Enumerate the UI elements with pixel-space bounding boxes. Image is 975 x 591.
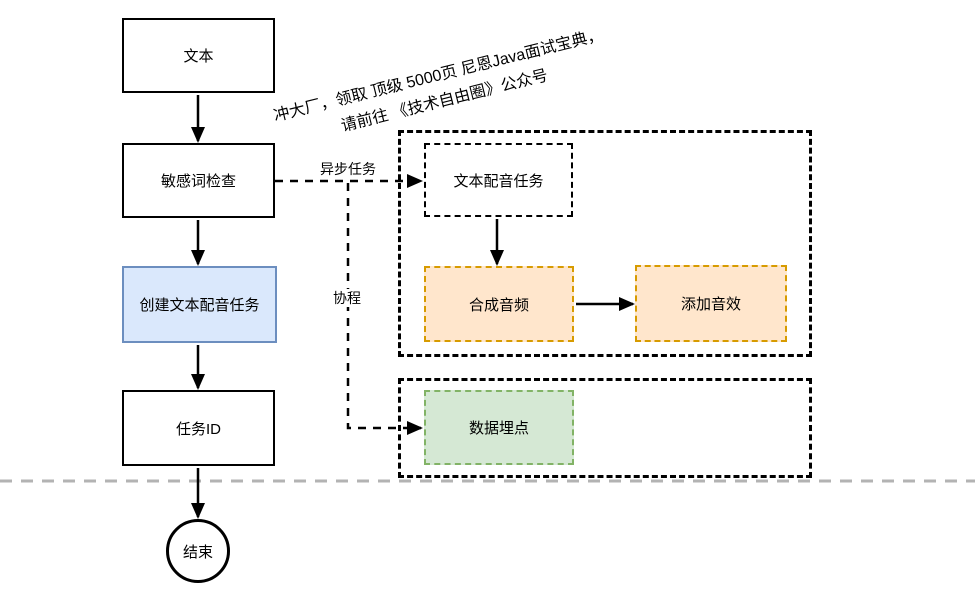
node-add-sound-effect-label: 添加音效: [680, 296, 741, 313]
node-sensitive-check: 敏感词检查: [122, 143, 275, 218]
node-end: 结束: [166, 519, 230, 583]
node-sensitive-check-label: 敏感词检查: [160, 173, 236, 190]
node-create-dub-task-label: 创建文本配音任务: [139, 297, 260, 314]
edge-label-async-task: 异步任务: [320, 161, 376, 177]
node-task-id-label: 任务ID: [175, 420, 221, 438]
node-end-label: 结束: [182, 543, 213, 561]
node-create-dub-task: 创建文本配音任务: [122, 266, 277, 343]
node-synthesize-audio: 合成音频: [424, 266, 574, 342]
node-data-tracking: 数据埋点: [424, 390, 574, 465]
node-add-sound-effect: 添加音效: [635, 265, 787, 342]
node-text-input: 文本: [122, 18, 275, 93]
node-task-id: 任务ID: [122, 390, 275, 466]
arrow-branch-to-data-tracking: [346, 183, 423, 435]
node-dub-task-label: 文本配音任务: [453, 172, 544, 190]
node-data-tracking-label: 数据埋点: [468, 420, 529, 437]
edge-label-coroutine: 协程: [331, 289, 363, 307]
node-dub-task: 文本配音任务: [424, 143, 573, 217]
async-task-container: [398, 130, 812, 357]
node-text-input-label: 文本: [183, 48, 214, 65]
node-synthesize-audio-label: 合成音频: [468, 296, 529, 314]
coroutine-container: [398, 378, 812, 478]
